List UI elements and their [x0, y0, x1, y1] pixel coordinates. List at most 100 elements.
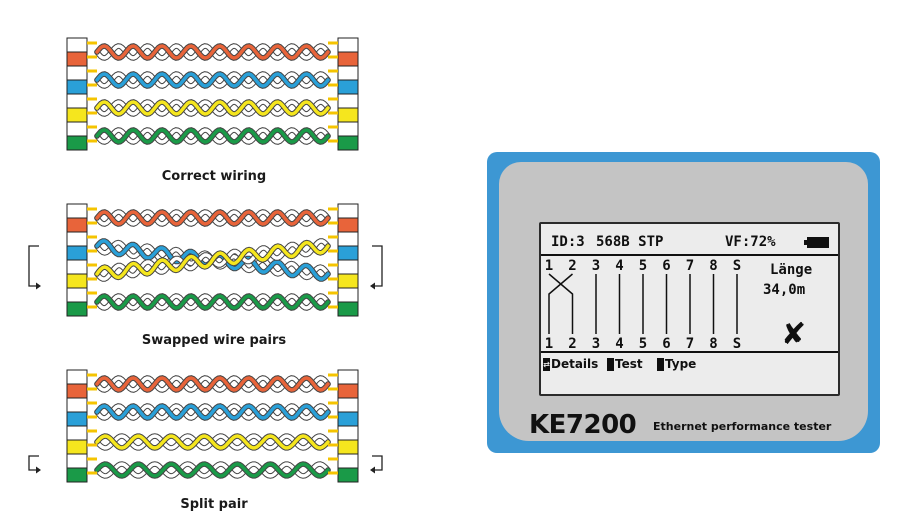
swapped-right-pin	[328, 305, 338, 309]
split-right-pin	[328, 471, 338, 475]
swapped-left-arrow-bracket	[28, 245, 39, 287]
swapped-right-connector-color-cell	[337, 301, 359, 317]
correct-right-pin	[328, 139, 338, 143]
correct-pair-color-strand	[95, 128, 330, 144]
split-left-pin	[87, 415, 97, 419]
correct-right-pin	[328, 69, 338, 73]
pin-bottom-label: 1	[545, 336, 553, 351]
softkey-test[interactable]: Test	[607, 357, 643, 371]
tagline: Ethernet performance tester	[653, 420, 832, 433]
correct-right-connector-white-cell	[337, 37, 359, 53]
swapped-left-arrow-arrowhead	[36, 282, 41, 290]
correct-pair-color-strand	[95, 100, 330, 116]
pin-top-label: 4	[615, 258, 623, 274]
correct-left-pin	[87, 55, 97, 59]
swapped-right-connector-white-cell	[337, 287, 359, 303]
key-icon	[607, 357, 614, 371]
swapped-right-connector-white-cell	[337, 203, 359, 219]
split-right-connector-white-cell	[337, 425, 359, 441]
swapped-right-arrow-bracket	[372, 245, 383, 287]
split-right-arrow-bracket	[372, 455, 383, 471]
swapped-pair-color-strand	[95, 240, 330, 280]
correct-right-connector-white-cell	[337, 65, 359, 81]
swapped-pair-color-strand	[95, 210, 330, 226]
split-right-connector-color-cell	[337, 411, 359, 427]
pin-wire-crossed	[548, 273, 574, 334]
split-right-pin	[328, 443, 338, 447]
swapped-left-connector-color-cell	[66, 273, 88, 289]
lcd-id-label: ID:3	[551, 234, 585, 250]
pin-top-label: 7	[686, 258, 694, 274]
pin-bottom-label: 7	[686, 336, 694, 351]
split-left-pin	[87, 457, 97, 461]
correct-right-connector-color-cell	[337, 135, 359, 151]
swapped-left-connector-white-cell	[66, 259, 88, 275]
correct-pair-color-strand	[95, 72, 330, 88]
swapped-left-connector-color-cell	[66, 217, 88, 233]
correct-left-connector-color-cell	[66, 79, 88, 95]
battery-icon	[804, 237, 829, 248]
split-left-arrow-arrowhead	[36, 466, 41, 474]
split-left-arrow-bracket	[28, 455, 39, 471]
split-pair-color-strand	[95, 462, 330, 478]
split-left-connector-white-cell	[66, 397, 88, 413]
split-right-pin	[328, 415, 338, 419]
pin-top-label: 3	[592, 258, 600, 274]
correct-right-connector-white-cell	[337, 93, 359, 109]
caption-swapped-pairs: Swapped wire pairs	[141, 333, 287, 348]
swapped-right-pin	[328, 235, 338, 239]
correct-left-pin	[87, 97, 97, 101]
softkey-type[interactable]: Type	[657, 357, 696, 371]
split-right-pin	[328, 387, 338, 391]
split-right-connector-white-cell	[337, 453, 359, 469]
correct-right-pin	[328, 41, 338, 45]
pin-bottom-label: 5	[639, 336, 647, 351]
split-right-pin	[328, 373, 338, 377]
correct-right-pin	[328, 111, 338, 115]
split-left-pin	[87, 401, 97, 405]
swapped-right-connector-color-cell	[337, 217, 359, 233]
caption-split-pair: Split pair	[180, 497, 248, 512]
correct-right-connector-color-cell	[337, 79, 359, 95]
swapped-right-pin	[328, 277, 338, 281]
swapped-right-connector-white-cell	[337, 231, 359, 247]
swapped-right-connector-white-cell	[337, 259, 359, 275]
swapped-left-connector-white-cell	[66, 231, 88, 247]
correct-right-pin	[328, 125, 338, 129]
correct-right-pin	[328, 97, 338, 101]
arrows-icon: ⇄	[543, 357, 550, 371]
swapped-left-connector-white-cell	[66, 203, 88, 219]
correct-left-pin	[87, 111, 97, 115]
split-right-pin	[328, 429, 338, 433]
swapped-pair-color-strand	[95, 294, 330, 310]
swapped-left-pin	[87, 221, 97, 225]
correct-left-pin	[87, 69, 97, 73]
softkey-details[interactable]: ⇄ Details	[543, 357, 598, 371]
swapped-left-pin	[87, 207, 97, 211]
pin-top-label: 1	[545, 258, 553, 274]
correct-left-pin	[87, 125, 97, 129]
correct-left-pin	[87, 83, 97, 87]
softkey-details-label: Details	[551, 357, 599, 371]
split-left-connector-white-cell	[66, 369, 88, 385]
pin-bottom-label: 8	[709, 336, 717, 351]
pin-bottom-label: 3	[592, 336, 600, 351]
pin-bottom-label: 2	[568, 336, 576, 351]
fail-x-icon: ✘	[781, 317, 807, 352]
pin-top-label: 5	[639, 258, 647, 274]
pin-bottom-label: S	[733, 336, 741, 351]
correct-right-pin	[328, 55, 338, 59]
pin-top-label: 6	[662, 258, 670, 274]
lcd-top-divider	[541, 254, 838, 256]
split-right-connector-color-cell	[337, 383, 359, 399]
swapped-left-connector-color-cell	[66, 301, 88, 317]
split-pair-color-strand	[95, 404, 330, 420]
split-left-connector-color-cell	[66, 439, 88, 455]
swapped-right-pin	[328, 263, 338, 267]
correct-right-connector-white-cell	[337, 121, 359, 137]
pin-bottom-label: 4	[615, 336, 623, 351]
softkey-type-label: Type	[665, 357, 697, 371]
